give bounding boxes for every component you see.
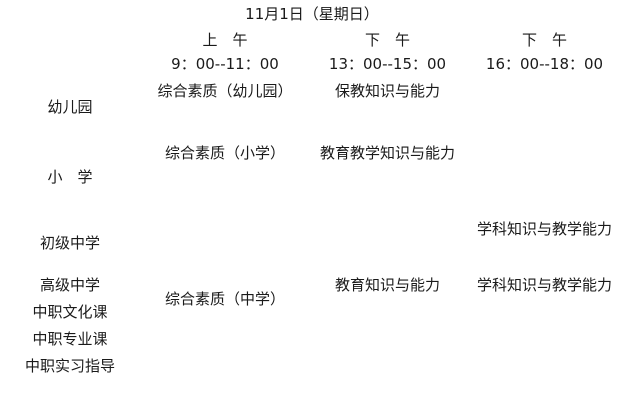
table-row: 幼儿园 综合素质（幼儿园） 保教知识与能力 [0, 78, 624, 140]
cell-primary-afternoon: 教育教学知识与能力 [319, 144, 455, 162]
column-period-label-2: 下 午 [364, 31, 410, 49]
column-time-label-1: 9：00--11：00 [171, 55, 279, 73]
schedule-header-row: 上 午 9：00--11：00 下 午 13：00--15：00 下 午 16：… [0, 28, 624, 78]
column-header-morning: 上 午 9：00--11：00 [140, 28, 310, 76]
row-label-senior-high: 高级中学 [39, 276, 100, 294]
column-time-label-3: 16：00--18：00 [485, 55, 604, 73]
cell-senior-evening: 学科知识与教学能力 [476, 276, 612, 294]
column-header-evening: 下 午 16：00--18：00 [465, 28, 624, 76]
row-label-vocational-practice: 中职实习指导 [24, 357, 115, 375]
column-header-afternoon: 下 午 13：00--15：00 [310, 28, 465, 76]
row-label-senior-group: 高级中学 中职文化课 中职专业课 中职实习指导 [0, 272, 140, 380]
column-period-label-1: 上 午 [202, 31, 248, 49]
row-label-vocational-major: 中职专业课 [32, 330, 108, 348]
column-period-label-3: 下 午 [521, 31, 567, 49]
schedule-date-title: 11月1日（星期日） [245, 5, 379, 23]
table-row: 初级中学 学科知识与教学能力 [0, 202, 624, 272]
cell-kindergarten-afternoon: 保教知识与能力 [334, 82, 440, 100]
row-label-vocational-general: 中职文化课 [32, 303, 108, 321]
row-label-kindergarten: 幼儿园 [47, 98, 93, 116]
cell-kindergarten-morning: 综合素质（幼儿园） [157, 82, 293, 100]
cell-senior-morning: 综合素质（中学） [164, 290, 285, 308]
column-time-label-2: 13：00--15：00 [328, 55, 447, 73]
table-row: 高级中学 中职文化课 中职专业课 中职实习指导 综合素质（中学） 教育知识与能力… [0, 272, 624, 375]
table-row: 小 学 综合素质（小学） 教育教学知识与能力 [0, 140, 624, 202]
row-label-junior-high: 初级中学 [39, 234, 100, 252]
schedule-body: 幼儿园 综合素质（幼儿园） 保教知识与能力 小 学 综合素质（小学） 教育教学知… [0, 78, 624, 375]
cell-primary-morning: 综合素质（小学） [164, 144, 285, 162]
cell-senior-afternoon: 教育知识与能力 [334, 276, 440, 294]
row-label-primary-school: 小 学 [47, 168, 93, 186]
cell-junior-evening: 学科知识与教学能力 [476, 220, 612, 238]
